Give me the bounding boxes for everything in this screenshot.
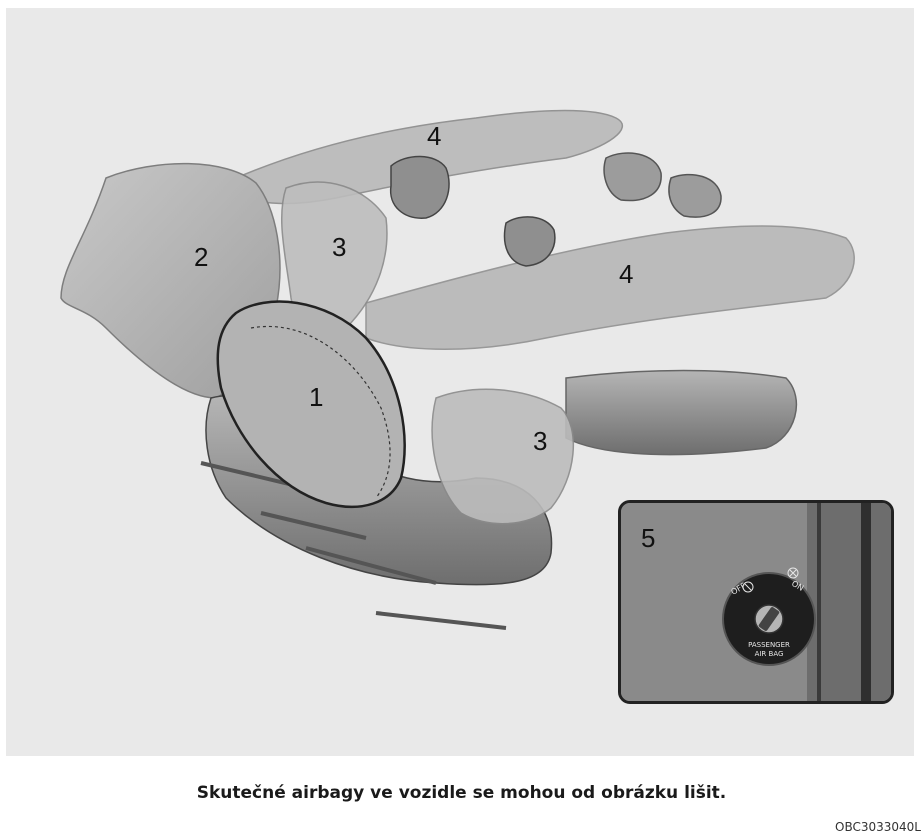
callout-3-upper: 3 — [332, 232, 346, 262]
figure-code: OBC3033040L — [835, 820, 921, 834]
rear-headrest-1 — [604, 153, 661, 201]
switch-label-line2: AIR BAG — [755, 650, 784, 658]
switch-label-line1: PASSENGER — [748, 641, 790, 649]
callout-4-lower: 4 — [619, 259, 633, 289]
callout-1: 1 — [309, 382, 323, 412]
seat-rail-4 — [376, 613, 506, 628]
front-headrest — [391, 156, 449, 218]
side-airbag-lower — [432, 389, 573, 523]
rear-headrest-2 — [669, 175, 721, 218]
callout-4-upper: 4 — [427, 121, 441, 151]
curtain-airbag-lower — [366, 226, 854, 349]
figure-caption: Skutečné airbagy ve vozidle se mohou od … — [0, 783, 923, 803]
rear-seat-bench — [566, 371, 796, 455]
switch-detail: 5 OFF ON PASSENGER AIR BAG — [621, 503, 891, 701]
callout-2: 2 — [194, 242, 208, 272]
callout-3-lower: 3 — [533, 426, 547, 456]
airbag-illustration: 4 2 3 4 1 3 5 OFF ON PASSENGER AIR BAG — [6, 8, 914, 756]
passenger-airbag-switch-inset: 5 OFF ON PASSENGER AIR BAG — [618, 500, 894, 704]
callout-5: 5 — [641, 523, 655, 553]
